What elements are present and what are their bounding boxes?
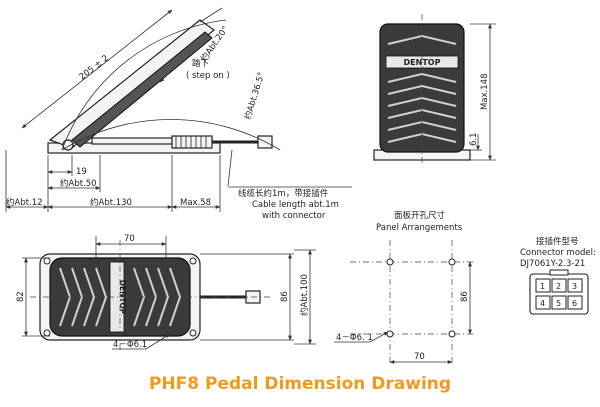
top-holes-leader <box>145 333 171 350</box>
panel-dim-70-label: 70 <box>414 352 425 362</box>
panel-hole-tl <box>386 258 394 266</box>
pin-cell-6 <box>567 295 583 310</box>
connector-latch <box>549 269 569 276</box>
pin-label-1: 1 <box>540 282 545 291</box>
pin-cell-1 <box>535 278 551 293</box>
panel-dim-86-label: 86 <box>460 291 470 302</box>
front-view: DENTOP Max.148 6.1 <box>373 14 496 166</box>
panel-holes-label: 4－Φ6. 1 <box>336 333 373 343</box>
pin-label-6: 6 <box>572 299 577 308</box>
top-hole-br <box>189 329 197 337</box>
top-view: DENTOP 70 82 86 约Abt.100 4－Φ6. <box>16 234 316 352</box>
side-view: 约Abt.20° 约Abt.36.5° 205 ± 2 踏下 ( step on… <box>5 7 352 221</box>
top-hole-tr <box>189 257 197 265</box>
top-hole-tl <box>43 257 51 265</box>
cable-cn-label: 线缆长约1m，带接插件 <box>238 188 329 199</box>
step-en-label: ( step on ) <box>186 71 230 81</box>
pin-cell-3 <box>567 278 583 293</box>
top-hole-bl <box>43 329 51 337</box>
side-gland-ribs <box>175 136 207 148</box>
angle-outer-label: 约Abt.36.5° <box>242 71 267 121</box>
pin-cell-2 <box>551 278 567 293</box>
dim-top70-label: 70 <box>124 234 135 244</box>
dim-205-label: 205 ± 2 <box>78 53 111 82</box>
connector-pins: 1 2 3 4 5 6 <box>535 278 583 310</box>
panel-hole-br <box>448 330 456 338</box>
dim-130-label: 约Abt.130 <box>90 197 132 208</box>
dim-82-label: 82 <box>16 291 26 302</box>
panel-title-cn: 面板开孔尺寸 <box>394 210 446 221</box>
pin-label-4: 4 <box>540 299 545 308</box>
dim-61-label: 6.1 <box>469 132 479 146</box>
dim-58-label: Max.58 <box>180 198 211 208</box>
panel-title-en: Panel Arrangements <box>376 223 463 233</box>
pin-cell-5 <box>551 295 567 310</box>
panel-holes-leader <box>369 331 389 343</box>
side-angle-ref <box>199 7 223 23</box>
dim-19-label: 19 <box>76 167 87 177</box>
cable-leader <box>227 149 233 187</box>
pin-cell-4 <box>535 295 551 310</box>
panel-view: 面板开孔尺寸 Panel Arrangements 86 70 4－Φ6. 1 <box>334 210 476 366</box>
pin-label-2: 2 <box>556 282 561 291</box>
side-pedal-tread <box>71 31 213 148</box>
panel-hole-tr <box>448 258 456 266</box>
top-holes-label: 4－Φ6.1 <box>113 340 147 350</box>
side-pedal-plate <box>48 19 215 149</box>
connector-model: DJ7061Y-2.3-21 <box>520 259 585 269</box>
cable-en1-label: Cable length abt.1m <box>252 200 339 210</box>
dim-205-line <box>21 9 173 129</box>
connector-title-cn: 接插件型号 <box>536 236 579 247</box>
step-cn-label: 踏下 <box>192 58 210 69</box>
dim-100-label: 约Abt.100 <box>299 274 310 316</box>
step-arrow <box>159 69 173 83</box>
pin-label-5: 5 <box>556 299 561 308</box>
cable-en2-label: with connector <box>262 211 326 221</box>
dim-12-label: 约Abt.12 <box>6 197 43 208</box>
dim-86-label: 86 <box>280 291 290 302</box>
drawing-title: PHF8 Pedal Dimension Drawing <box>148 374 452 394</box>
dim-148-label: Max.148 <box>480 74 490 111</box>
connector-title-en: Connector model: <box>520 248 596 258</box>
dim-50-label: 约Abt.50 <box>60 178 97 189</box>
connector-view: 接插件型号 Connector model: DJ7061Y-2.3-21 1 … <box>520 236 596 315</box>
pin-label-3: 3 <box>572 282 577 291</box>
